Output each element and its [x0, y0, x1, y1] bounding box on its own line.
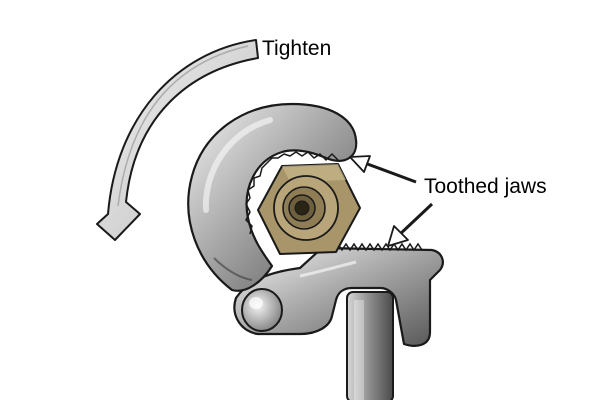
wrench-handle: [346, 291, 394, 400]
hook-jaw: [187, 102, 358, 292]
hex-nut: [257, 163, 361, 255]
tighten-arrow-icon: [96, 39, 259, 241]
tighten-label: Tighten: [262, 37, 332, 60]
pivot-pin: [241, 288, 283, 332]
toothed-jaws-label: Toothed jaws: [424, 175, 547, 198]
pointer-arrow-icon: [387, 201, 435, 247]
pointer-arrow-icon: [349, 155, 418, 185]
